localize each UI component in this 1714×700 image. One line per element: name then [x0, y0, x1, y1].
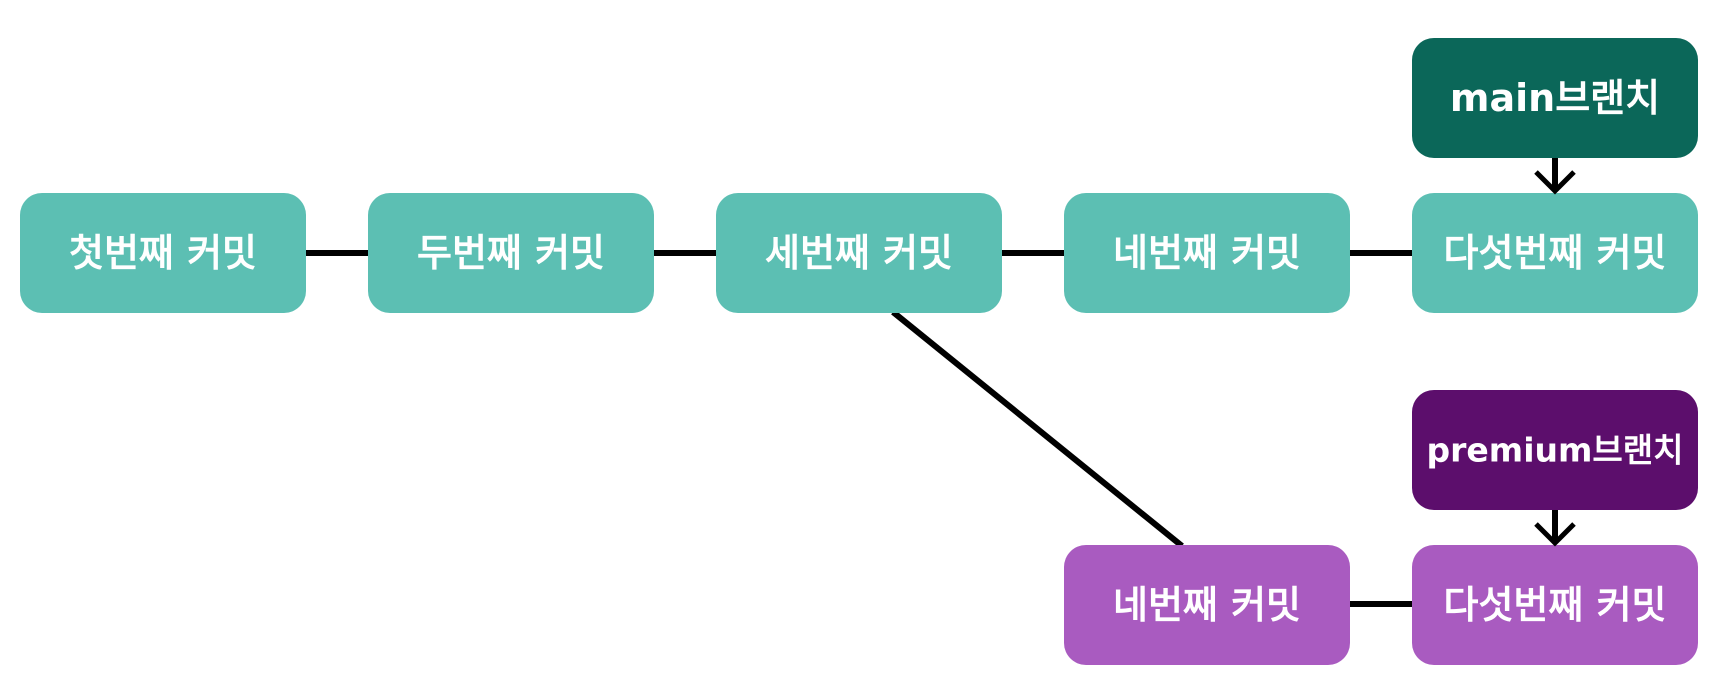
main-commit-2-label: 두번째 커밋	[417, 231, 605, 275]
main-commit-1-label: 첫번째 커밋	[69, 231, 257, 275]
main-commit-2: 두번째 커밋	[368, 193, 654, 313]
premium-commit-4-label: 네번째 커밋	[1113, 583, 1301, 627]
main-commit-3-label: 세번째 커밋	[765, 231, 953, 275]
main-branch-arrow-head-icon	[1534, 170, 1576, 195]
main-commit-1: 첫번째 커밋	[20, 193, 306, 313]
main-commit-5-label: 다섯번째 커밋	[1444, 231, 1667, 275]
main-commit-1-box	[20, 193, 306, 313]
premium-branch-label: premium브랜치	[1427, 431, 1684, 470]
main-commit-4-box	[1064, 193, 1350, 313]
main-commit-3-box	[716, 193, 1002, 313]
premium-commit-4: 네번째 커밋	[1064, 545, 1350, 665]
premium-commit-5-box	[1412, 545, 1698, 665]
premium-branch-arrow-head-icon	[1534, 522, 1576, 547]
premium-commit-4-box	[1064, 545, 1350, 665]
premium-branch-box	[1412, 390, 1698, 510]
main-commit-5-box	[1412, 193, 1698, 313]
main-commit-4-label: 네번째 커밋	[1113, 231, 1301, 275]
main-commit-2-box	[368, 193, 654, 313]
main-branch-pointer: main브랜치	[1412, 38, 1698, 195]
main-commit-5: 다섯번째 커밋	[1412, 193, 1698, 313]
premium-branch-pointer: premium브랜치	[1412, 390, 1698, 547]
premium-commit-5-label: 다섯번째 커밋	[1444, 583, 1667, 627]
connectors	[306, 250, 1412, 607]
main-commit-3: 세번째 커밋	[716, 193, 1002, 313]
connector-branch-diverge	[891, 309, 1184, 549]
main-commit-4: 네번째 커밋	[1064, 193, 1350, 313]
main-branch-label: main브랜치	[1450, 76, 1660, 120]
premium-commit-5: 다섯번째 커밋	[1412, 545, 1698, 665]
main-branch-box	[1412, 38, 1698, 158]
